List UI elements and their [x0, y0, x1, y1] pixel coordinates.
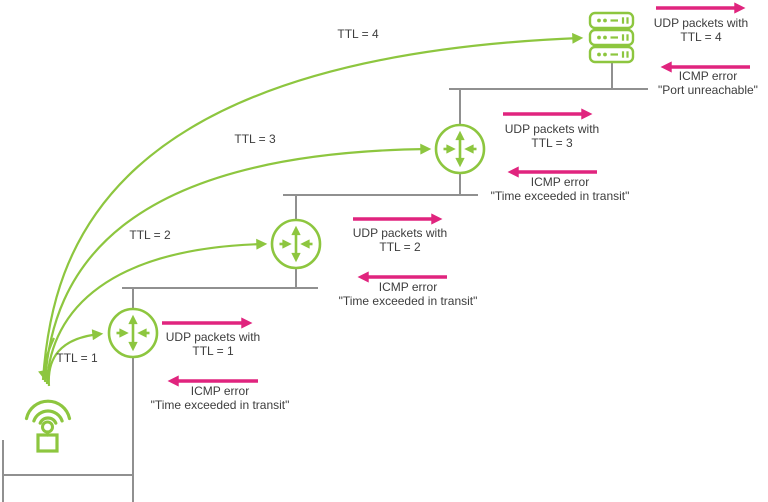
- udp-label-line2: TTL = 3: [531, 135, 573, 150]
- ttl4-curve: [41, 32, 584, 381]
- udp-label-line1: UDP packets with: [504, 122, 600, 136]
- packet-arrows: [162, 2, 750, 387]
- ttl-probe-curves: [38, 32, 584, 387]
- icmp-label-line1: ICMP error: [678, 69, 738, 83]
- icmp-label-line2: "Time exceeded in transit": [150, 397, 290, 412]
- udp-label-line1: UDP packets with: [653, 16, 749, 30]
- icmp-label-line1: ICMP error: [190, 384, 250, 398]
- ttl3-label: TTL = 3: [234, 132, 276, 146]
- icmp-label-hop1: ICMP error "Time exceeded in transit": [130, 384, 310, 412]
- icmp-label-line1: ICMP error: [530, 175, 590, 189]
- udp-label-hop2: UDP packets with TTL = 2: [310, 226, 490, 254]
- wireless-host-icon: [24, 399, 72, 453]
- udp-label-hop1: UDP packets with TTL = 1: [123, 330, 303, 358]
- ttl2-curve: [45, 238, 268, 385]
- host-return-arrow: [38, 337, 55, 382]
- ttl4-label: TTL = 4: [337, 27, 379, 41]
- icmp-label-line2: "Port unreachable": [658, 82, 758, 97]
- udp-label-line2: TTL = 1: [192, 343, 234, 358]
- ttl2-label: TTL = 2: [129, 228, 171, 242]
- icmp-label-hop2: ICMP error "Time exceeded in transit": [318, 280, 498, 308]
- ttl3-curve: [43, 143, 432, 383]
- icmp-label-hop4: ICMP error "Port unreachable": [618, 69, 768, 97]
- udp-label-line2: TTL = 2: [379, 239, 421, 254]
- udp-label-line1: UDP packets with: [352, 226, 448, 240]
- icmp-label-line2: "Time exceeded in transit": [338, 293, 478, 308]
- udp-label-hop3: UDP packets with TTL = 3: [462, 122, 642, 150]
- icmp-label-hop3: ICMP error "Time exceeded in transit": [470, 175, 650, 203]
- udp-label-line1: UDP packets with: [165, 330, 261, 344]
- icmp-label-line1: ICMP error: [378, 280, 438, 294]
- ttl1-label: TTL = 1: [56, 351, 98, 365]
- udp-label-line2: TTL = 4: [680, 29, 722, 44]
- icmp-label-line2: "Time exceeded in transit": [490, 188, 630, 203]
- udp-label-hop4: UDP packets with TTL = 4: [611, 16, 768, 44]
